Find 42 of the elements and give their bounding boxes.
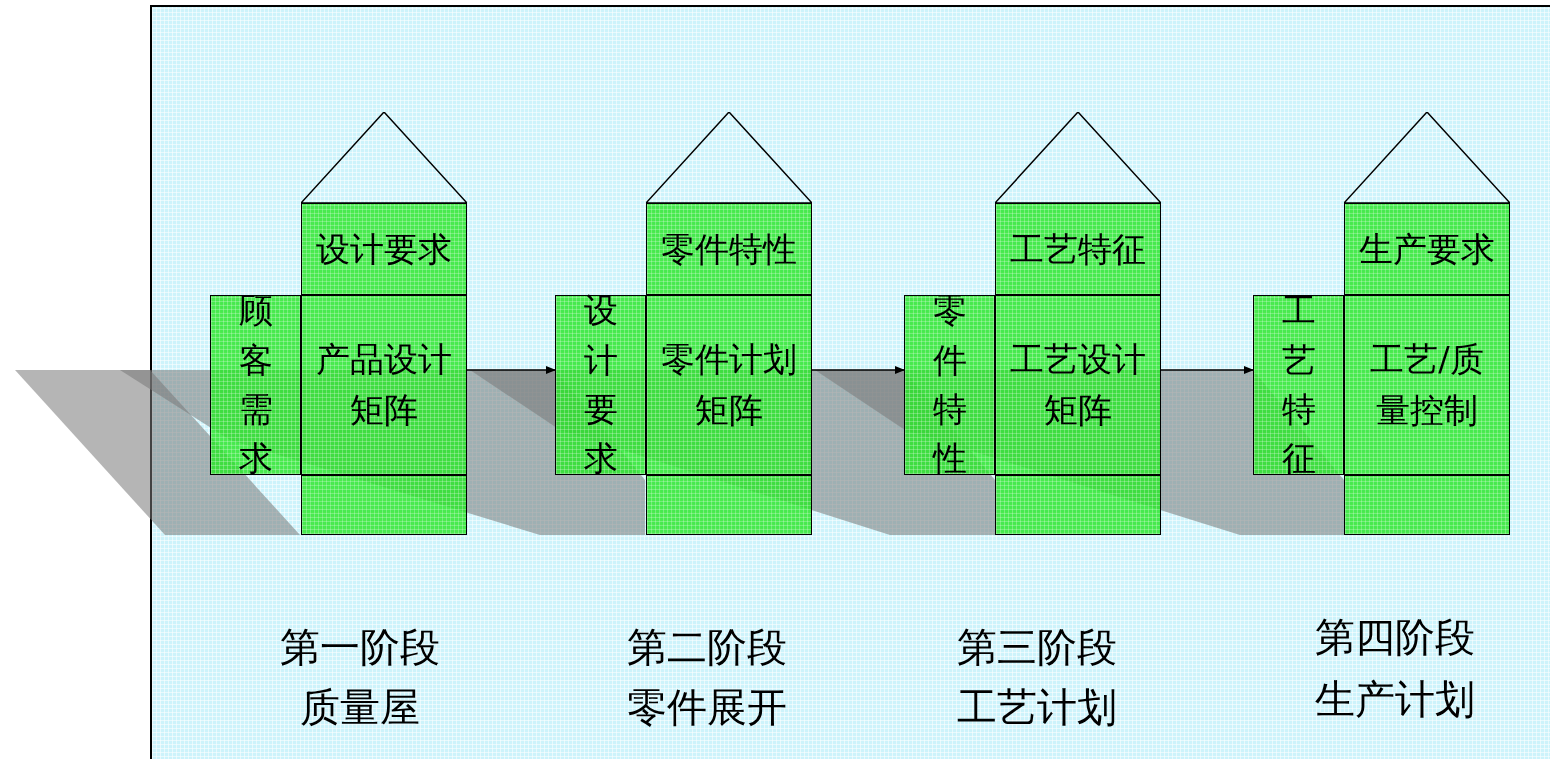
box-label: 顾客需求 xyxy=(237,289,274,481)
arrow xyxy=(811,366,905,374)
box-label: 工艺设计矩阵 xyxy=(1009,338,1147,432)
base-box xyxy=(1344,475,1510,535)
box-label: 零件特性 xyxy=(661,227,797,271)
box-label: 工艺特征 xyxy=(1280,289,1317,481)
top-box xyxy=(995,203,1161,295)
base-box xyxy=(301,475,467,535)
stage-caption: 零件展开 xyxy=(626,683,788,732)
stage-caption: 第一阶段 xyxy=(279,623,441,672)
box-label: 零件计划矩阵 xyxy=(660,338,798,432)
roof-triangle xyxy=(995,112,1161,203)
stage-caption: 第四阶段 xyxy=(1314,613,1476,662)
stage-caption: 第三阶段 xyxy=(956,623,1118,672)
side-box xyxy=(555,295,646,475)
top-box xyxy=(646,203,812,295)
matrix-box xyxy=(301,295,467,475)
box-label: 产品设计矩阵 xyxy=(315,338,453,432)
roof-triangle xyxy=(301,112,467,203)
stage-caption: 质量屋 xyxy=(299,683,421,732)
box-label: 工艺/质量控制 xyxy=(1369,338,1485,432)
box-label: 生产要求 xyxy=(1359,227,1495,271)
side-box xyxy=(210,295,301,475)
box-label: 设计要求 xyxy=(582,289,619,481)
box-label: 工艺特征 xyxy=(1010,227,1146,271)
side-box xyxy=(1253,295,1344,475)
box-label: 设计要求 xyxy=(316,227,452,271)
matrix-box xyxy=(995,295,1161,475)
base-box xyxy=(646,475,812,535)
arrow xyxy=(1160,366,1254,374)
stage-caption: 第二阶段 xyxy=(626,623,788,672)
roof-triangle xyxy=(1344,112,1510,203)
top-box xyxy=(301,203,467,295)
matrix-box xyxy=(1344,295,1510,475)
base-box xyxy=(995,475,1161,535)
stage-caption: 生产计划 xyxy=(1314,675,1476,724)
side-box xyxy=(904,295,995,475)
roof-triangle xyxy=(646,112,812,203)
stage-caption: 工艺计划 xyxy=(956,683,1118,732)
arrow xyxy=(466,366,556,374)
matrix-box xyxy=(646,295,812,475)
top-box xyxy=(1344,203,1510,295)
